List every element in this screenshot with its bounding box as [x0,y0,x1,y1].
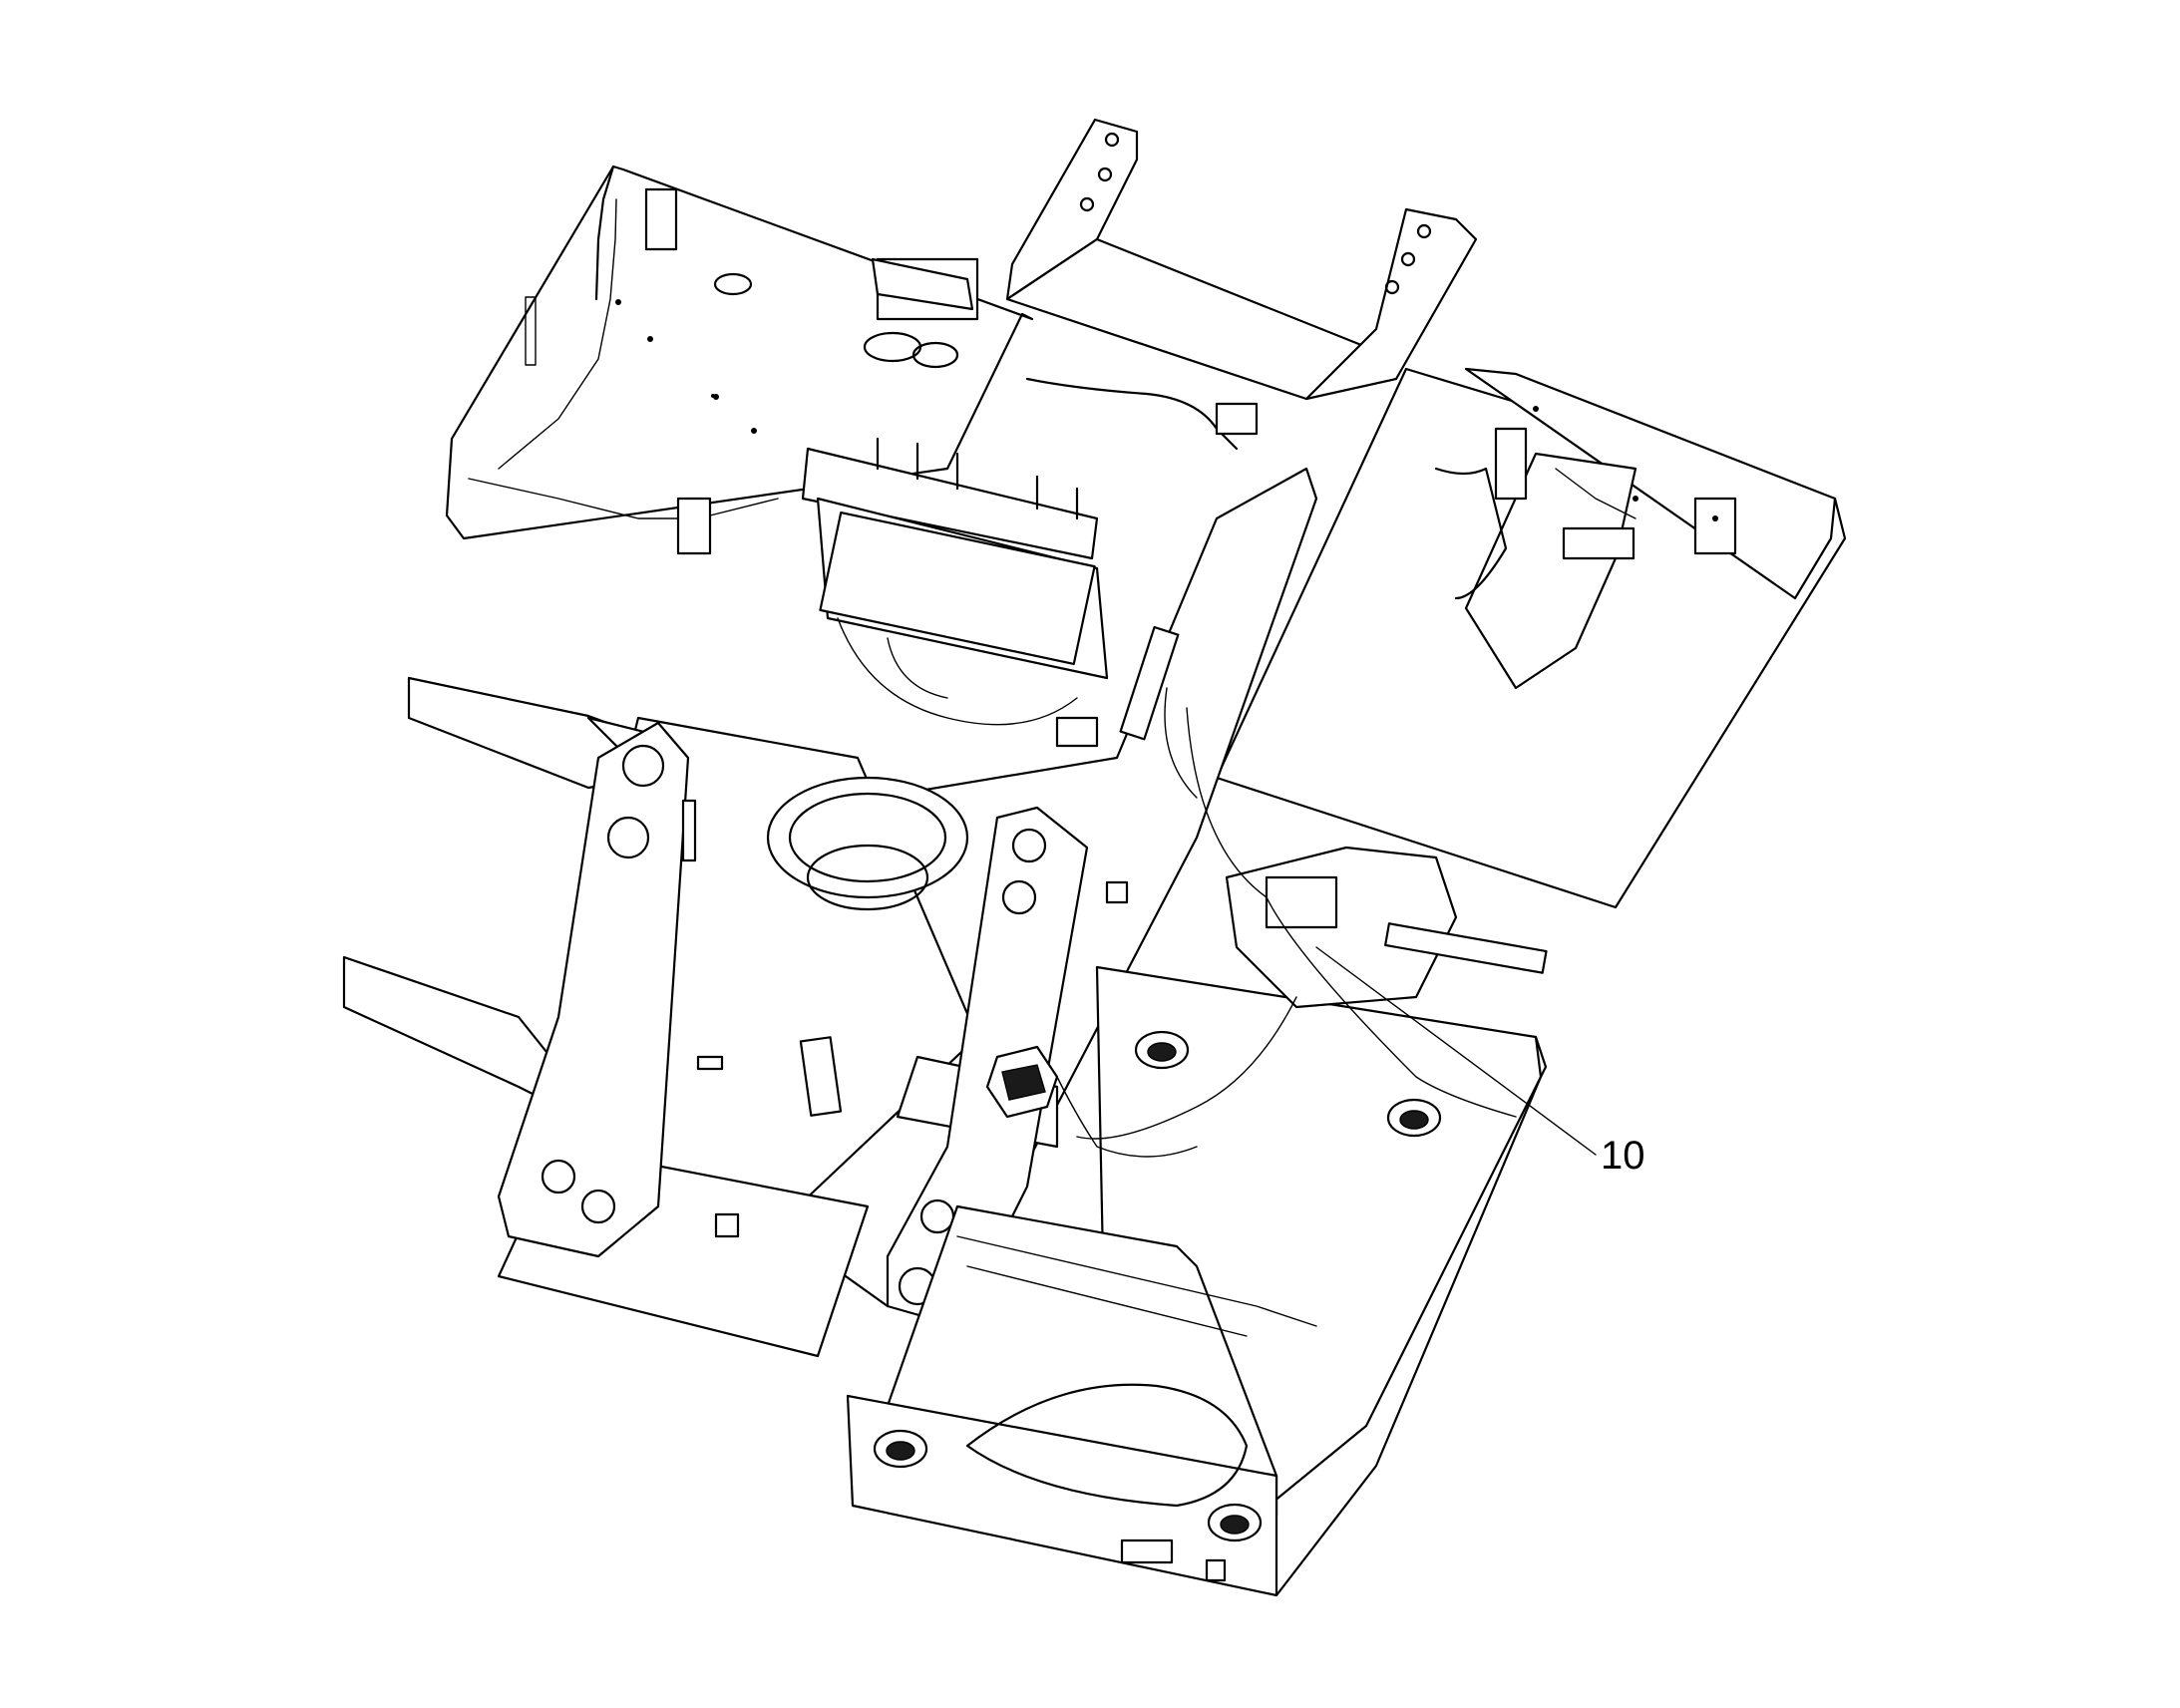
electrical-bracket [1056,687,1548,1158]
right-plate [1215,367,1847,909]
left-arm-lower [342,955,560,1099]
rear-frame [846,965,1548,1597]
callout-label: 10 [1601,1134,1645,1178]
callout-leader-line [1315,946,1597,1156]
left-boom-bracket [497,721,697,1258]
detail-plates [696,880,1129,1238]
upper-left-plate [445,165,1034,555]
control-valve [801,437,1180,748]
top-yoke [1005,118,1478,451]
junction-box [985,1045,1059,1119]
